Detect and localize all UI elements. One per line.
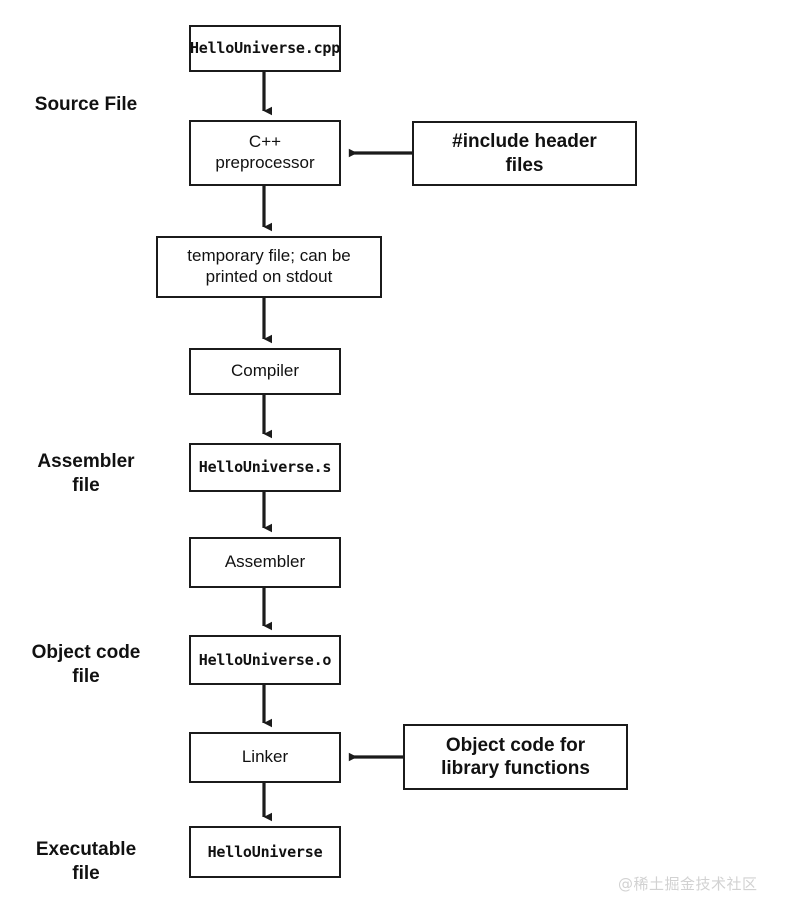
- node-hello-universe-o: HelloUniverse.o: [189, 635, 341, 685]
- stage-label-source-file: Source File: [34, 94, 138, 115]
- node-hello-universe-s: HelloUniverse.s: [189, 443, 341, 492]
- node-assembler: Assembler: [189, 537, 341, 588]
- watermark: @稀土掘金技术社区: [618, 875, 758, 893]
- node-linker: Linker: [189, 732, 341, 783]
- node-object-code-library: Object code for library functions: [403, 724, 628, 790]
- stage-label-object-code-file: Object code file: [31, 642, 141, 688]
- node-hello-universe-cpp: HelloUniverse.cpp: [189, 25, 341, 72]
- stage-label-assembler-file: Assembler file: [37, 451, 135, 497]
- node-cpp-preprocessor: C++ preprocessor: [189, 120, 341, 186]
- node-include-header-files: #include header files: [412, 121, 637, 186]
- node-compiler: Compiler: [189, 348, 341, 395]
- node-temporary-file: temporary file; can be printed on stdout: [156, 236, 382, 298]
- node-hello-universe: HelloUniverse: [189, 826, 341, 878]
- stage-label-executable-file: Executable file: [35, 839, 137, 885]
